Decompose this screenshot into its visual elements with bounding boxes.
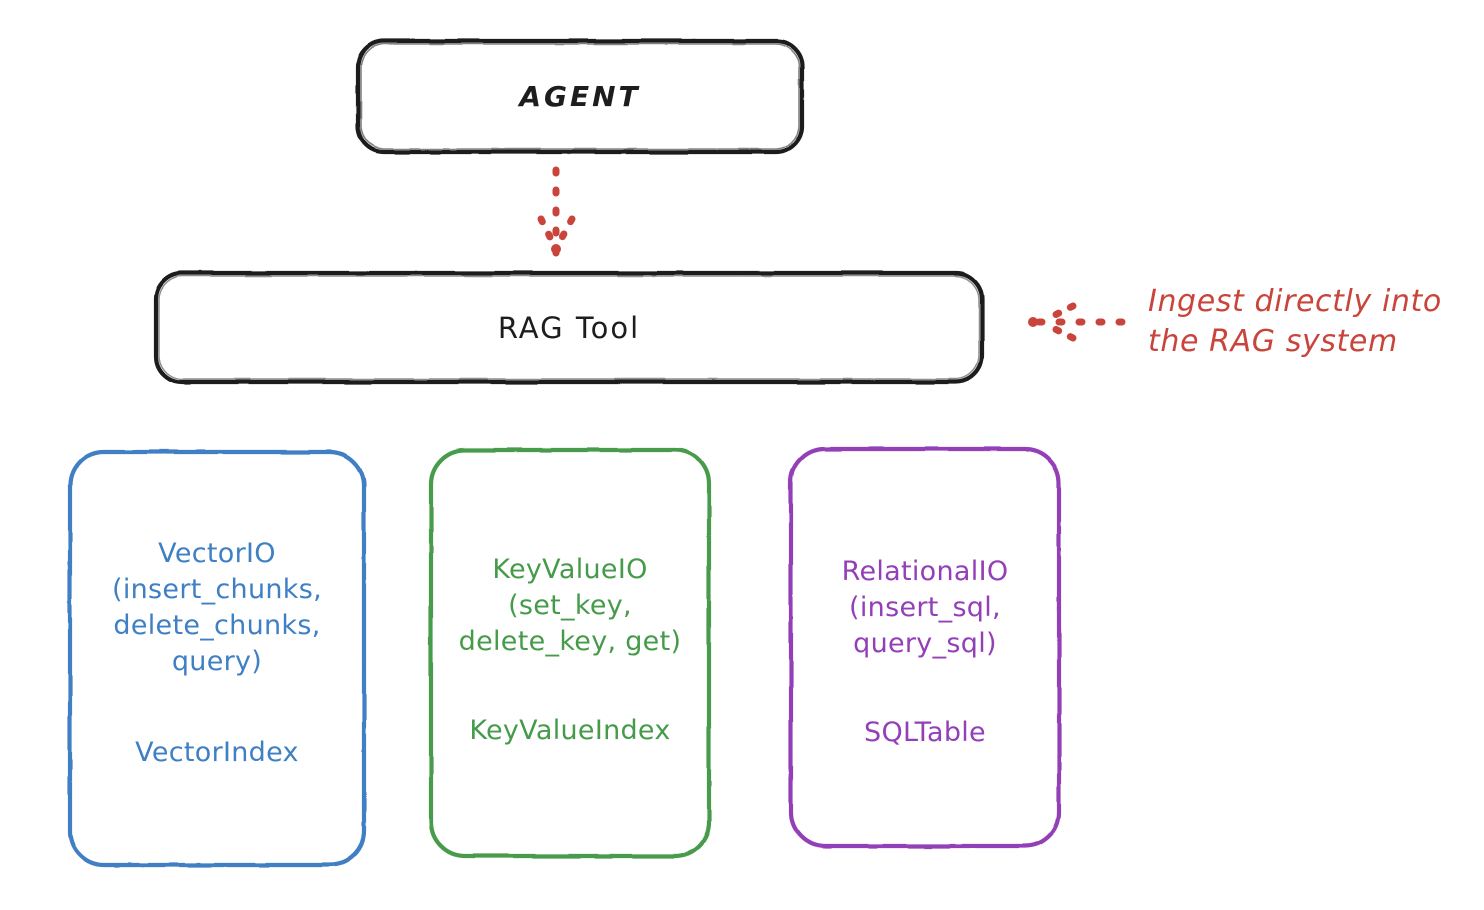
rag-tool-node-outline[interactable] [153,270,985,385]
vector-store-outline[interactable] [67,449,367,868]
agent-to-rag-arrow [537,166,576,258]
ingest-annotation-arrow [1028,302,1126,342]
keyvalue-store-outline[interactable] [428,447,712,859]
agent-node-outline[interactable] [355,38,805,155]
relational-store-outline[interactable] [788,446,1062,849]
